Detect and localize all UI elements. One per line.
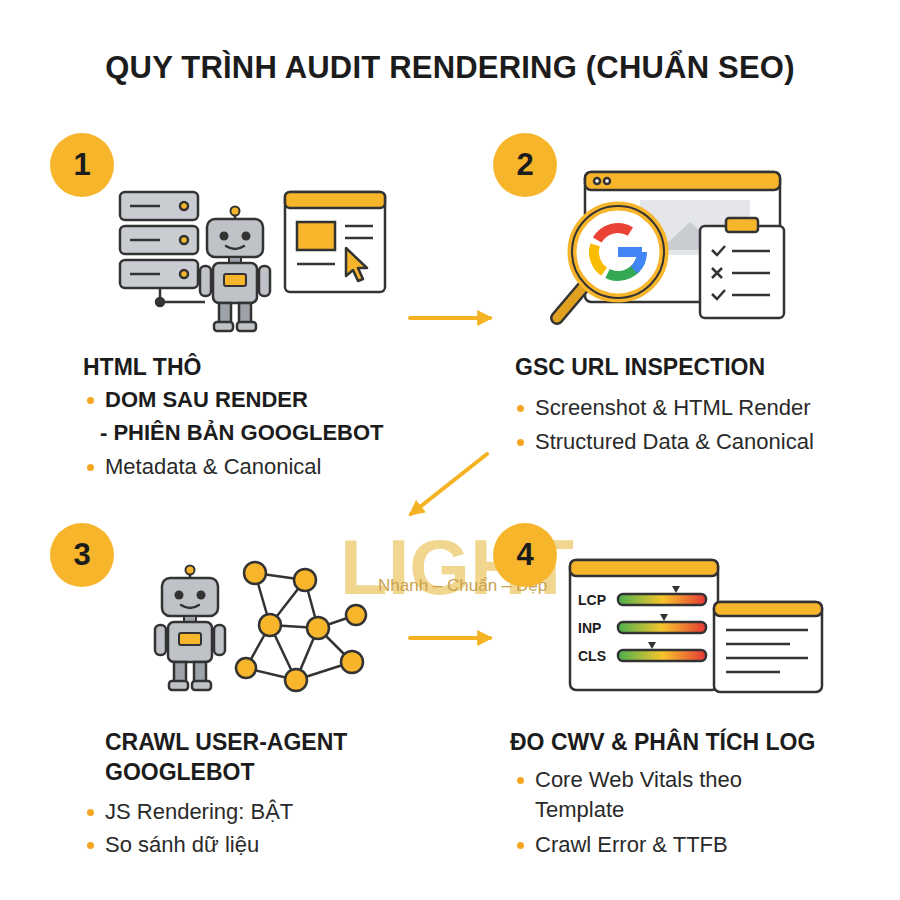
step-heading: CRAWL USER-AGENT GOOGLEBOT bbox=[105, 727, 370, 787]
metric-label: CLS bbox=[578, 648, 606, 664]
step-bullet: DOM SAU RENDER bbox=[105, 385, 395, 415]
metric-label: LCP bbox=[578, 592, 606, 608]
step-bullet: Core Web Vitals theo Template bbox=[535, 765, 775, 825]
flow-arrow bbox=[411, 454, 487, 514]
step-bullet: Metadata & Canonical bbox=[105, 452, 395, 482]
step-heading: ĐO CWV & PHÂN TÍCH LOG bbox=[510, 727, 865, 757]
step-number: 2 bbox=[516, 147, 533, 183]
step-number: 3 bbox=[73, 537, 90, 573]
step-heading: GSC URL INSPECTION bbox=[515, 352, 865, 382]
step-bullet: JS Rendering: BẬT bbox=[105, 797, 395, 827]
metric-label: INP bbox=[578, 620, 601, 636]
step-number: 4 bbox=[516, 537, 533, 573]
step-number-circle: 1 bbox=[50, 133, 114, 197]
browser-window bbox=[285, 192, 385, 292]
metrics-window bbox=[570, 560, 718, 690]
step-number-circle: 4 bbox=[493, 523, 557, 587]
log-window bbox=[714, 602, 822, 692]
step-number: 1 bbox=[73, 147, 90, 183]
flow-arrow bbox=[410, 636, 490, 640]
flow-arrow bbox=[410, 316, 490, 320]
step-bullet: Screenshot & HTML Render bbox=[535, 393, 870, 423]
clipboard bbox=[700, 218, 784, 318]
step-group: GSC URL INSPECTION Screenshot & HTML Rend… bbox=[495, 130, 875, 460]
step-number-circle: 3 bbox=[50, 523, 114, 587]
server-stack bbox=[120, 192, 205, 306]
step-group: HTML THÔDOM SAU RENDER- PHIÊN BẢN GOOGLE… bbox=[50, 130, 405, 490]
step-bullet: Structured Data & Canonical bbox=[535, 427, 870, 457]
diagram-title: QUY TRÌNH AUDIT RENDERING (CHUẨN SEO) bbox=[0, 50, 900, 86]
step-bullet: - PHIÊN BẢN GOOGLEBOT bbox=[100, 418, 400, 448]
robot-figure bbox=[200, 207, 270, 332]
step-bullet: So sánh dữ liệu bbox=[105, 830, 395, 860]
step-number-circle: 2 bbox=[493, 133, 557, 197]
step-bullet: Crawl Error & TTFB bbox=[535, 830, 855, 860]
step-heading: HTML THÔ bbox=[83, 352, 393, 382]
magnifier bbox=[557, 206, 664, 318]
robot-figure bbox=[155, 566, 225, 691]
